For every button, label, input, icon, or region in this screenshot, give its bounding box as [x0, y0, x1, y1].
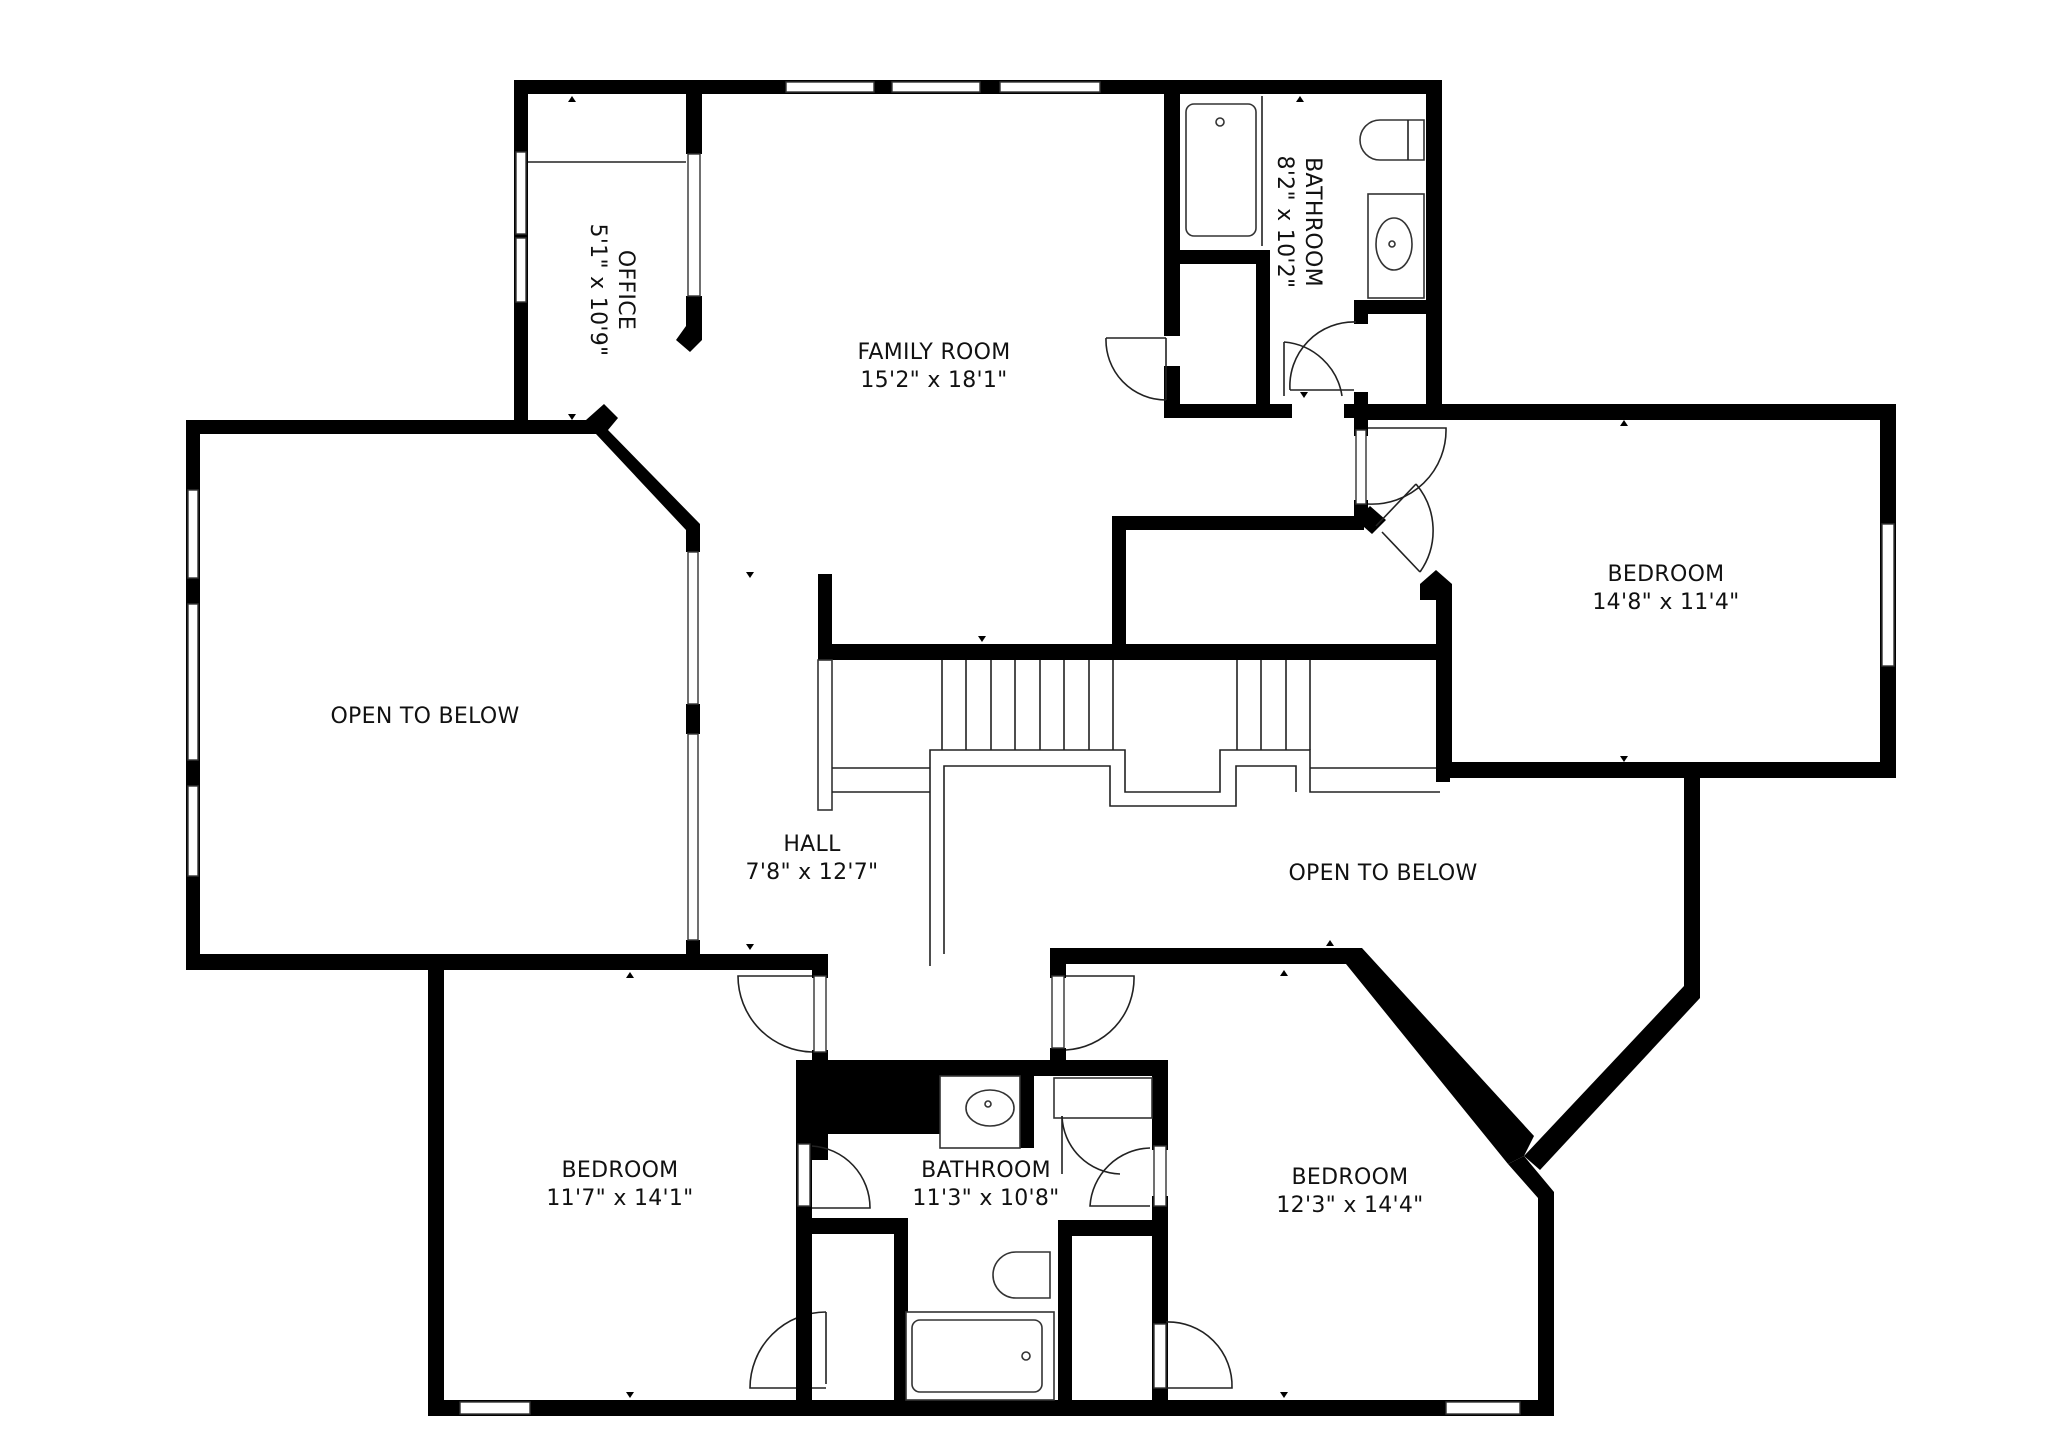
room-name: FAMILY ROOM — [857, 340, 1011, 365]
measurement-ticks — [568, 96, 1628, 1398]
room-dimensions: 8'2" x 10'2" — [1272, 155, 1297, 289]
room-name: BATHROOM — [1300, 157, 1325, 287]
office-windows — [515, 151, 701, 303]
room-name: HALL — [783, 832, 841, 857]
bedroom-southwest-doors — [737, 975, 827, 1389]
room-label-bedroom-southeast: BEDROOM 12'3" x 14'4" — [1250, 1164, 1450, 1220]
room-dimensions: 15'2" x 18'1" — [860, 368, 1008, 393]
room-name: OPEN TO BELOW — [1288, 861, 1478, 886]
room-label-bathroom-upper: BATHROOM 8'2" x 10'2" — [1270, 142, 1326, 302]
family-room-windows — [785, 81, 1101, 93]
bedroom-east-walls — [1354, 404, 1896, 778]
room-name: OPEN TO BELOW — [330, 704, 520, 729]
room-dimensions: 14'8" x 11'4" — [1592, 590, 1740, 615]
bedroom-east-doors — [1355, 427, 1447, 573]
room-name: BEDROOM — [561, 1158, 679, 1183]
room-label-office: OFFICE 5'1" x 10'9" — [583, 215, 639, 365]
room-name: BEDROOM — [1291, 1165, 1409, 1190]
bathroom-lower-walls — [796, 1060, 1168, 1410]
room-label-open-to-below-center: OPEN TO BELOW — [1268, 860, 1498, 888]
stairs — [817, 659, 1440, 966]
room-dimensions: 11'7" x 14'1" — [546, 1186, 694, 1211]
open-to-below-center-walls — [1050, 762, 1700, 1170]
open-to-below-west-walls — [186, 404, 826, 970]
room-name: BATHROOM — [921, 1158, 1051, 1183]
room-dimensions: 12'3" x 14'4" — [1276, 1193, 1424, 1218]
bathroom-upper-fixtures — [1105, 96, 1425, 401]
bathroom-upper-walls — [1164, 80, 1442, 418]
bedroom-southeast-doors — [1051, 975, 1233, 1389]
room-label-bathroom-lower: BATHROOM 11'3" x 10'8" — [886, 1157, 1086, 1213]
room-name: OFFICE — [613, 249, 638, 331]
room-label-bedroom-southwest: BEDROOM 11'7" x 14'1" — [520, 1157, 720, 1213]
room-dimensions: 5'1" x 10'9" — [585, 223, 610, 357]
bedroom-southeast-walls — [1050, 948, 1554, 1416]
bathroom-lower-fixtures — [797, 1075, 1167, 1401]
room-name: BEDROOM — [1607, 562, 1725, 587]
middle-walls — [818, 516, 1450, 660]
room-label-hall: HALL 7'8" x 12'7" — [722, 831, 902, 887]
room-label-bedroom-east: BEDROOM 14'8" x 11'4" — [1566, 561, 1766, 617]
room-label-family-room: FAMILY ROOM 15'2" x 18'1" — [834, 339, 1034, 395]
room-label-open-to-below-west: OPEN TO BELOW — [310, 703, 540, 731]
room-dimensions: 11'3" x 10'8" — [912, 1186, 1060, 1211]
room-dimensions: 7'8" x 12'7" — [745, 860, 879, 885]
